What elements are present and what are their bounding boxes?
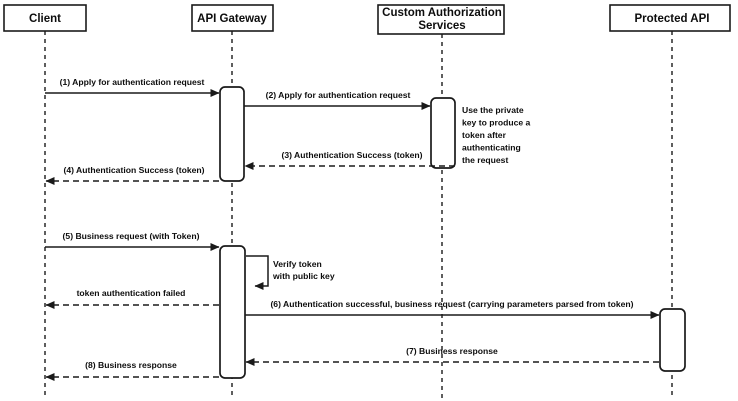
self-message-label-verify-token-line2: with public key: [272, 271, 335, 281]
message-label-5: (5) Business request (with Token): [63, 231, 200, 241]
note-private-key: Use the private key to produce a token a…: [462, 105, 531, 165]
participant-label-custom-authorization-services-line1: Custom Authorization: [382, 7, 502, 19]
message-label-4: (4) Authentication Success (token): [63, 165, 204, 175]
note-line-5: the request: [462, 155, 508, 165]
note-line-3: token after: [462, 130, 507, 140]
self-message-arrow-verify-token[interactable]: [246, 255, 269, 290]
note-line-4: authenticating: [462, 143, 521, 153]
message-label-token-failed: token authentication failed: [77, 288, 186, 298]
message-label-3: (3) Authentication Success (token): [281, 150, 422, 160]
note-line-2: key to produce a: [462, 118, 531, 128]
participant-headers: Client API Gateway Custom Authorization …: [3, 4, 731, 35]
activation-bars: [219, 86, 686, 379]
activation-auth-service[interactable]: [430, 97, 456, 169]
message-label-1: (1) Apply for authentication request: [60, 77, 205, 87]
message-label-6: (6) Authentication successful, business …: [270, 299, 633, 309]
participant-label-api-gateway: API Gateway: [197, 13, 267, 25]
participant-box-custom-authorization-services[interactable]: [377, 4, 505, 35]
participant-box-protected-api[interactable]: [609, 4, 731, 32]
message-label-8: (8) Business response: [85, 360, 177, 370]
message-label-2: (2) Apply for authentication request: [266, 90, 411, 100]
participant-label-custom-authorization-services-line2: Services: [418, 20, 465, 32]
participant-box-client[interactable]: [3, 4, 87, 32]
participant-box-api-gateway[interactable]: [191, 4, 274, 32]
message-label-7: (7) Business response: [406, 346, 498, 356]
note-line-1: Use the private: [462, 105, 524, 115]
self-message-label-verify-token-line1: Verify token: [273, 259, 322, 269]
self-message-verify-token: Verify token with public key: [246, 255, 335, 290]
activation-gateway-business[interactable]: [219, 245, 246, 379]
participant-label-client: Client: [29, 13, 61, 25]
participant-label-protected-api: Protected API: [635, 13, 710, 25]
activation-protected-api[interactable]: [659, 308, 686, 372]
activation-gateway-auth[interactable]: [219, 86, 245, 182]
messages: (1) Apply for authentication request (2)…: [45, 77, 660, 381]
